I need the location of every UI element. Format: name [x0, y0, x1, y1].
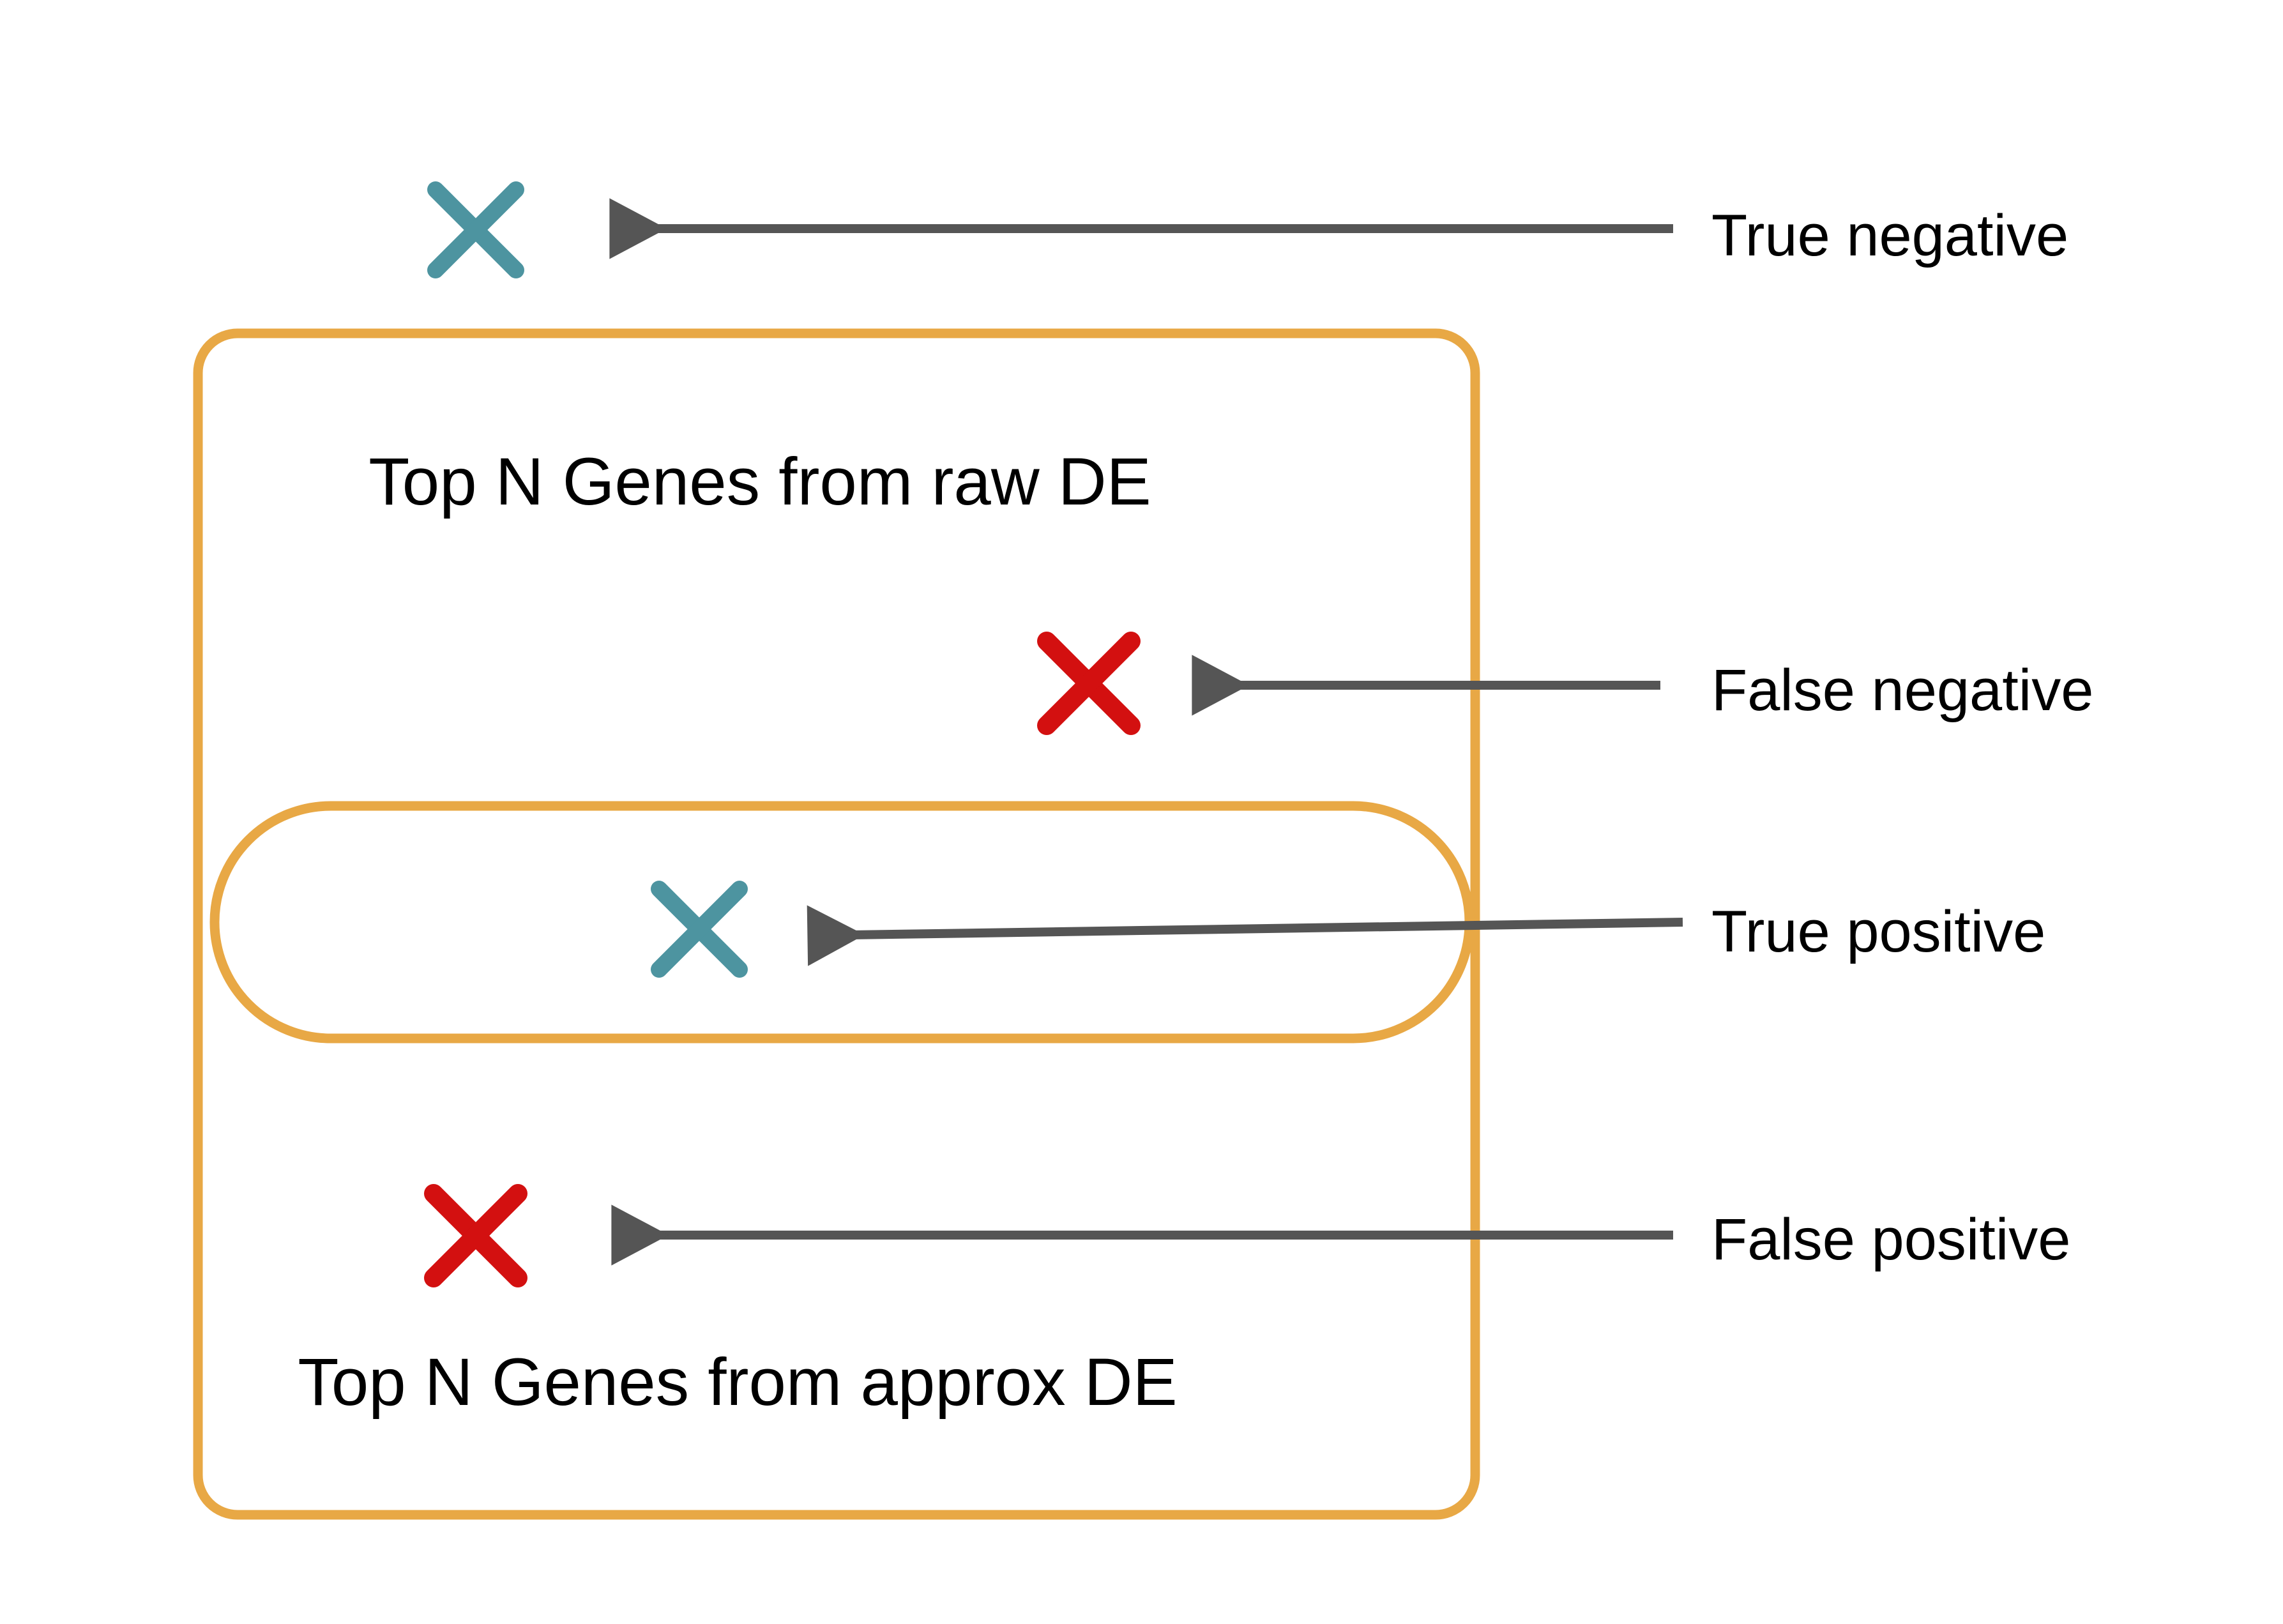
- false-negative-label: False negative: [1711, 658, 2093, 723]
- true-positive-label: True positive: [1711, 899, 2045, 964]
- false-positive-marker: [424, 1184, 527, 1287]
- x-mark-icon: [651, 881, 748, 978]
- true-positive-arrow: [807, 905, 1683, 966]
- approx-de-gene-set-label: Top N Genes from approx DE: [298, 1345, 1177, 1420]
- true-positive-marker: [651, 881, 748, 978]
- x-mark-icon: [1037, 632, 1141, 735]
- false-negative-marker: [1037, 632, 1141, 735]
- raw-de-gene-set-label: Top N Genes from raw DE: [368, 444, 1151, 519]
- x-mark-icon: [424, 1184, 527, 1287]
- true-negative-label: True negative: [1711, 203, 2068, 268]
- overlap-gene-set-box: [209, 801, 1475, 1043]
- x-mark-icon: [427, 181, 524, 278]
- false-positive-label: False positive: [1711, 1207, 2070, 1272]
- true-negative-marker: [427, 181, 524, 278]
